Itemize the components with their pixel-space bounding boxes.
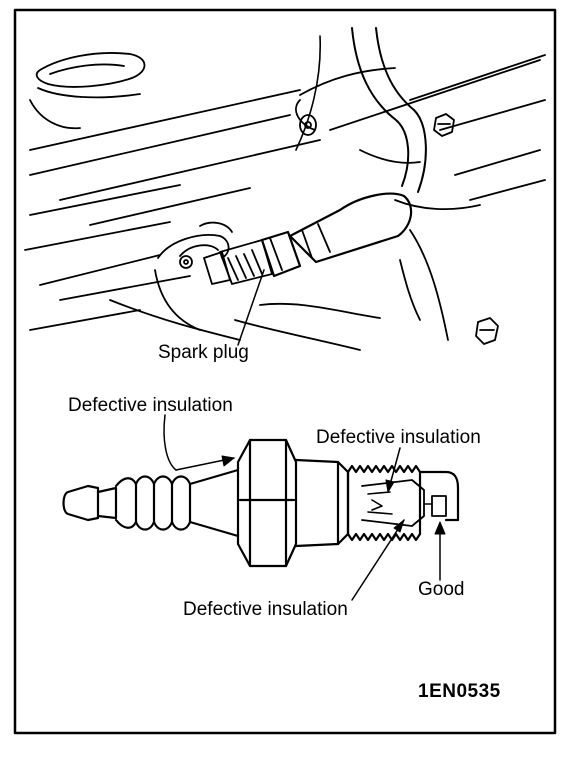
- spark-plug-detail: [62, 414, 460, 601]
- spark-plug-label: Spark plug: [158, 342, 249, 363]
- defective-insulation-label-top: Defective insulation: [68, 395, 233, 416]
- defective-insulation-label-bottom: Defective insulation: [183, 599, 348, 620]
- good-label: Good: [418, 579, 465, 600]
- figure-frame: [13, 8, 557, 735]
- defective-insulation-label-right: Defective insulation: [316, 427, 481, 448]
- engine-sketch: [24, 27, 546, 351]
- figure-code-label: 1EN0535: [418, 681, 501, 702]
